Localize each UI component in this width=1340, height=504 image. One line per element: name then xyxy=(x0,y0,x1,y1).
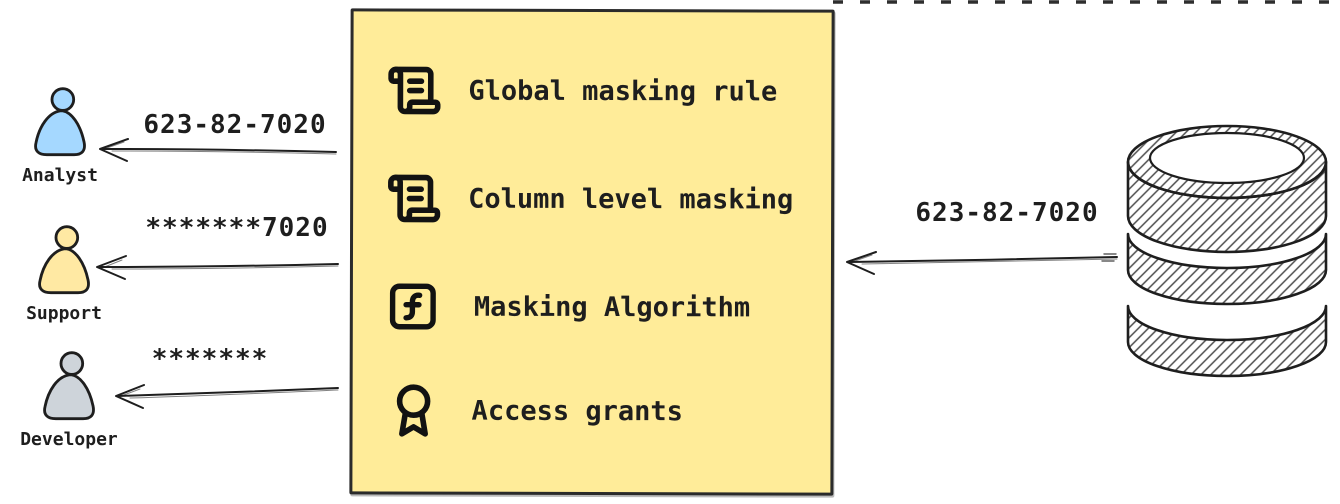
arrow-box-to-support xyxy=(96,255,339,280)
developer-received-value: ******* xyxy=(151,344,269,374)
masking-box-item-label: Access grants xyxy=(471,395,683,427)
actor-name: Developer xyxy=(20,429,118,450)
support-received-value: *******7020 xyxy=(145,213,329,243)
masking-box-item-label: Column level masking xyxy=(468,183,794,216)
masking-box-item-access-grants: Access grants xyxy=(386,381,683,440)
person-icon xyxy=(34,87,86,157)
award-icon xyxy=(396,384,431,437)
masking-rules-box: Global masking rule Column level masking… xyxy=(349,8,835,496)
actor-developer: Developer xyxy=(17,350,121,450)
masking-box-item-column-masking: Column level masking xyxy=(386,169,793,228)
analyst-received-value: 623-82-7020 xyxy=(143,110,327,140)
masking-box-item-global-rule: Global masking rule xyxy=(386,61,777,120)
actor-name: Support xyxy=(26,303,102,324)
arrow-box-to-analyst xyxy=(99,138,337,162)
database-output-value: 623-82-7020 xyxy=(915,198,1099,228)
masking-box-item-label: Masking Algorithm xyxy=(473,291,751,323)
database-icon xyxy=(1126,124,1328,378)
masking-box-item-label: Global masking rule xyxy=(468,75,778,107)
actor-analyst: Analyst xyxy=(8,86,112,186)
scroll-icon xyxy=(388,66,441,115)
actor-support: Support xyxy=(12,224,116,324)
scroll-icon xyxy=(388,174,441,223)
arrow-box-to-developer xyxy=(115,384,339,409)
masking-box-item-masking-algorithm: Masking Algorithm xyxy=(386,277,750,336)
person-icon xyxy=(43,351,95,421)
person-icon xyxy=(38,225,90,295)
function-icon xyxy=(389,283,436,330)
arrow-database-to-box xyxy=(846,251,1118,275)
actor-name: Analyst xyxy=(22,165,98,186)
